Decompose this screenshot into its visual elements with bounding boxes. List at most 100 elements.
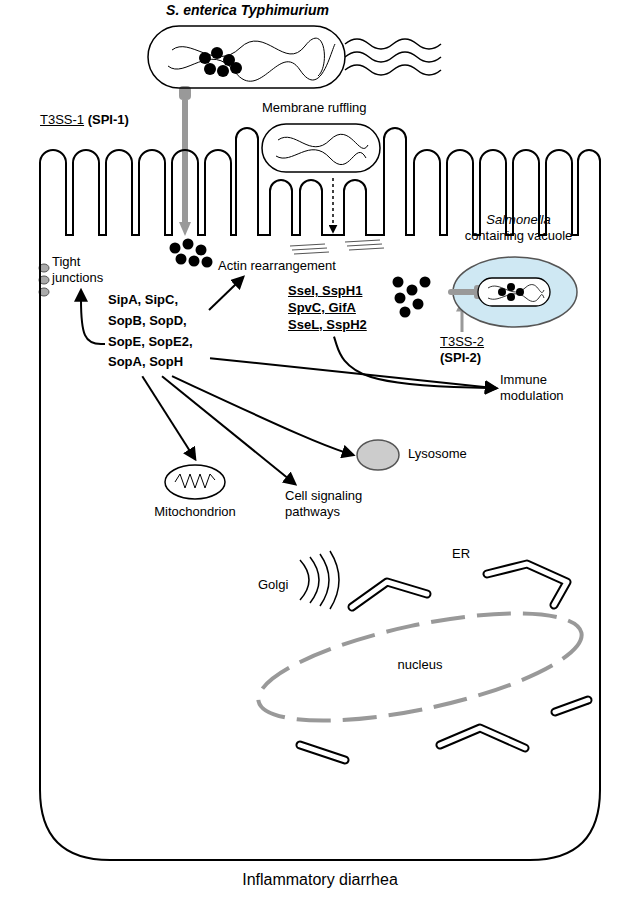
chromosome (276, 134, 368, 164)
chromosome (168, 38, 335, 81)
vacuole-text: Salmonella containing vacuole (456, 212, 581, 245)
outcome-label-text: Cell signaling pathways (285, 488, 405, 521)
bacterium-body (478, 278, 550, 306)
vacuole-drawing (448, 257, 577, 327)
effector-dot (176, 254, 187, 265)
actin-label: Actin rearrangement (218, 258, 368, 274)
outer-membrane (165, 465, 225, 499)
effect-arrow (172, 376, 353, 455)
effector-dot (183, 239, 194, 250)
mitochondrion: Mitochondrion (140, 462, 250, 524)
text-part: (SPI-1) (84, 112, 129, 127)
nuclear-envelope (250, 592, 590, 743)
endoplasmic-reticulum (300, 564, 588, 760)
epithelial-cell-drawing (40, 128, 600, 860)
secretion-system-label: T3SS-1 (SPI-1) (40, 112, 180, 128)
golgi-cisterna (330, 551, 339, 609)
actin-stroke (294, 252, 329, 254)
lysosome: Lysosome (356, 438, 486, 472)
drawing-part (300, 564, 588, 760)
cell-membrane (40, 128, 600, 860)
epithelial-cell-text: Inflammatory diarrhea (40, 870, 600, 890)
effector-dot (189, 256, 200, 267)
spi2-effector-dots (393, 277, 431, 318)
text-part: Salmonella (486, 212, 550, 227)
uptake-arrow (332, 178, 334, 232)
er-lumen (352, 582, 427, 607)
organelle-label: Golgi (258, 577, 298, 593)
nucleus-text: nucleus (255, 657, 585, 673)
effector-dot (393, 277, 404, 288)
text-part: T3SS-2 (440, 334, 484, 349)
effector-dot (204, 63, 216, 75)
secretion-needle (179, 86, 191, 236)
effector-dot (170, 243, 181, 254)
er-tube (352, 582, 427, 607)
actin-label-text: Actin rearrangement (218, 258, 368, 274)
organelle-label-text: Golgi (258, 577, 298, 593)
text-part: (SPI-2) (440, 350, 481, 365)
chromosome (488, 285, 544, 302)
effector-dot (516, 288, 524, 296)
nucleus: nucleus (255, 612, 585, 722)
bacterium: S. enterica Typhimurium (140, 2, 390, 94)
lysosome-body (357, 440, 399, 470)
effect-arrow (142, 376, 195, 459)
effector-dots (170, 239, 213, 268)
effector-list-text: SseI, SspH1 SpvC, GifA SseL, SspH2 (288, 283, 380, 334)
organelle-label: ER (452, 546, 482, 562)
flagellum (345, 65, 441, 75)
needle-shaft (182, 100, 188, 222)
epithelial-cell: Inflammatory diarrheaSipA, SipC, SopB, S… (40, 130, 600, 865)
lysosome-text: Lysosome (408, 446, 484, 462)
effector-dot (230, 62, 242, 74)
text-part: containing vacuole (465, 228, 573, 243)
secretion-system-label-text: T3SS-1 (SPI-1) (40, 112, 180, 128)
effector-dot (395, 293, 406, 304)
actin-stroke (290, 244, 325, 246)
effector-dot (407, 285, 418, 296)
flagellum (345, 52, 441, 62)
bacterium-drawing (148, 26, 441, 88)
tight-junction-label: Tight junctions (52, 254, 110, 287)
outcome-label-text: Immune modulation (500, 372, 595, 405)
actin-filaments (290, 240, 384, 254)
golgi-cisterna (320, 554, 329, 606)
effector-list: SipA, SipC, SopB, SopD, SopE, SopE2, Sop… (108, 290, 206, 373)
organelle-label-text: ER (452, 546, 482, 562)
bacterium-body (262, 124, 380, 172)
effector-list: SseI, SspH1 SpvC, GifA SseL, SspH2 (288, 283, 380, 334)
er-lumen (300, 745, 345, 760)
effector-dot (217, 65, 229, 77)
golgi-cisterna (300, 560, 309, 600)
secretion-system-label: T3SS-2 (SPI-2) (440, 334, 502, 367)
effector-dot (202, 257, 213, 268)
flagellum (345, 39, 441, 49)
cristae (175, 474, 215, 488)
process-label-text: Membrane ruffling (262, 100, 392, 116)
lysosome-drawing (357, 440, 399, 470)
effector-dot (196, 245, 207, 256)
er-tube (440, 728, 525, 748)
nucleus-drawing (250, 592, 590, 743)
ruffling-bacterium (262, 124, 380, 172)
golgi-cisterna (310, 557, 319, 603)
outcome-label: Immune modulation (500, 372, 595, 405)
text-part: T3SS-1 (40, 112, 84, 127)
er-tube (487, 564, 567, 605)
drawing-part (300, 564, 588, 760)
bacterium-text: S. enterica Typhimurium (140, 2, 355, 20)
effector-dot (498, 288, 506, 296)
er-lumen (487, 564, 567, 605)
effector-dot (211, 47, 223, 59)
golgi (300, 551, 339, 609)
outcome-label: Cell signaling pathways (285, 488, 405, 521)
er-tube (300, 745, 345, 760)
secretion-system-label-text: T3SS-2 (SPI-2) (440, 334, 502, 367)
actin-stroke (345, 240, 380, 242)
effector-list-text: SipA, SipC, SopB, SopD, SopE, SopE2, Sop… (108, 290, 206, 373)
mitochondrion-drawing (165, 465, 225, 499)
effector-dot (507, 283, 515, 291)
